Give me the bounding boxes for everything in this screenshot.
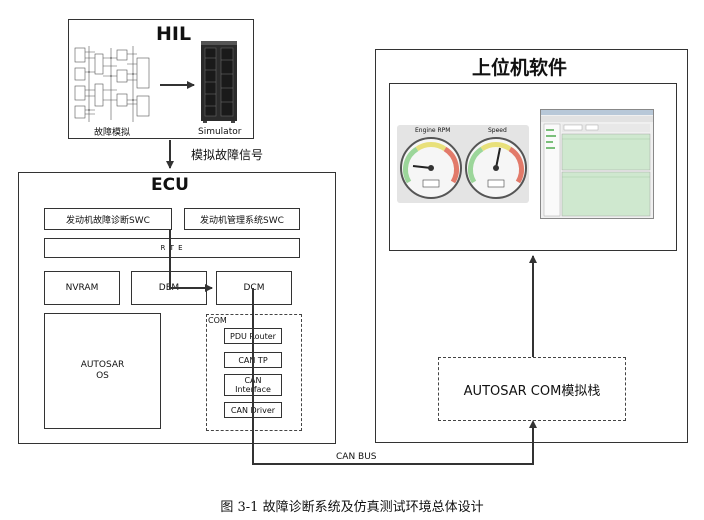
autosar-os-module: AUTOSAR OS [44, 313, 161, 429]
simulator-rack-icon [201, 41, 237, 123]
gauge-rpm-title: Engine RPM [415, 127, 451, 134]
rpm-gauge-icon [400, 137, 462, 199]
fault-schematic-icon [74, 46, 150, 122]
swc-engine-diagnosis: 发动机故障诊断SWC [44, 208, 172, 230]
can-interface-label: CAN Interface [235, 376, 271, 394]
pdu-router-label: PDU Router [230, 331, 276, 341]
software-window-icon [540, 109, 654, 219]
dcm-module: DCM [216, 271, 292, 305]
autosar-com-sim-stack: AUTOSAR COM模拟栈 [438, 357, 626, 421]
nvram-label: NVRAM [65, 283, 99, 293]
swc-engine-diagnosis-label: 发动机故障诊断SWC [66, 215, 150, 226]
can-bus-label: CAN BUS [336, 452, 377, 462]
signal-label: 模拟故障信号 [191, 148, 264, 162]
fault-sim-label: 故障模拟 [94, 128, 131, 138]
dem-label: DEM [158, 283, 180, 293]
os-label-line1: AUTOSAR [80, 360, 125, 370]
dem-module: DEM [131, 271, 207, 305]
gauge-speed-title: Speed [488, 127, 507, 134]
speed-gauge-icon [465, 137, 527, 199]
can-interface-module: CAN Interface [224, 374, 282, 396]
os-label-line2: OS [96, 371, 109, 381]
rte-label: R T E [160, 244, 184, 252]
simulator-label: Simulator [198, 127, 242, 137]
com-sim-stack-label: AUTOSAR COM模拟栈 [463, 383, 601, 399]
host-title: 上位机软件 [472, 57, 568, 79]
can-driver-module: CAN Driver [224, 402, 282, 418]
nvram-module: NVRAM [44, 271, 120, 305]
can-tp-label: CAN TP [238, 355, 268, 365]
swc-engine-management: 发动机管理系统SWC [184, 208, 300, 230]
pdu-router-module: PDU Router [224, 328, 282, 344]
ecu-title: ECU [151, 175, 189, 195]
can-driver-label: CAN Driver [230, 405, 276, 415]
swc-engine-management-label: 发动机管理系统SWC [200, 215, 284, 226]
rte-bar: R T E [44, 238, 300, 258]
figure-caption: 图 3-1 故障诊断系统及仿真测试环境总体设计 [220, 500, 484, 515]
com-title: COM [208, 316, 227, 325]
dcm-label: DCM [243, 283, 265, 293]
can-tp-module: CAN TP [224, 352, 282, 368]
hil-title: HIL [156, 23, 192, 45]
